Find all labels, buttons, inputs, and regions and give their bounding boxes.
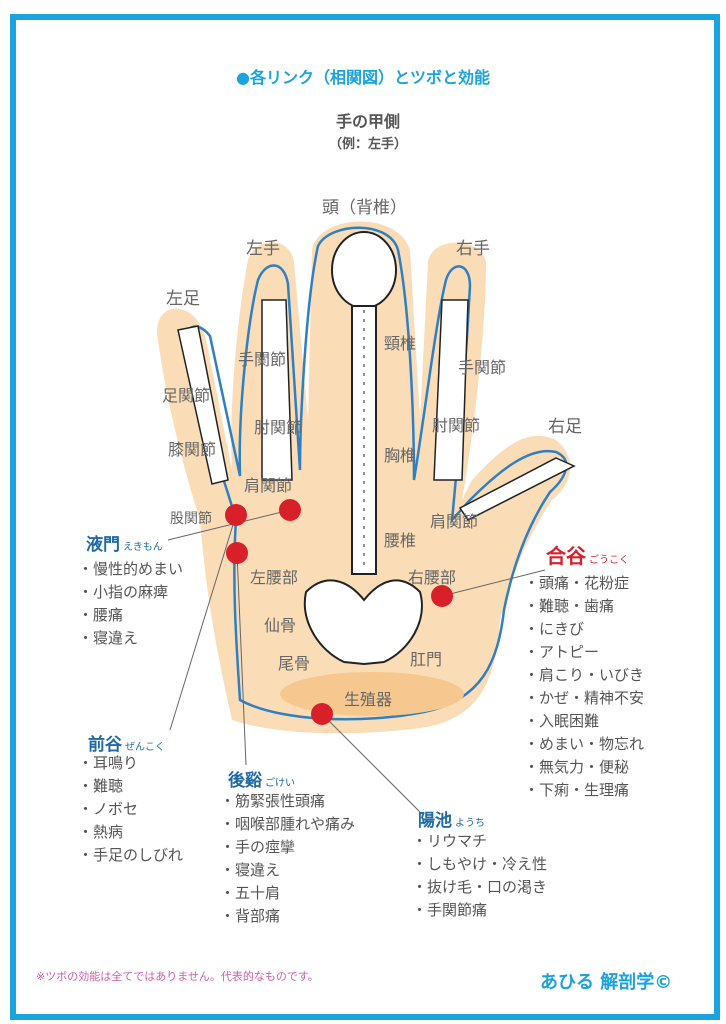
effect-item: 熱病	[78, 821, 183, 844]
label-coccyx: 尾骨	[278, 654, 311, 673]
label-wrist-left: 手関節	[238, 350, 287, 369]
label-shoulder-left: 肩関節	[244, 476, 293, 495]
label-lumbar: 腰椎	[384, 531, 417, 550]
acupoint-zenkoku	[225, 504, 247, 526]
label-elbow-right: 肘関節	[432, 416, 481, 435]
acupoint-name-ekimon: 液門	[86, 535, 120, 555]
leader-gokei	[236, 552, 247, 766]
effect-item: 下痢・生理痛	[524, 779, 644, 802]
leader-ekimon	[167, 509, 291, 541]
effects-list-youchi: リウマチ しもやけ・冷え性 抜け毛・口の渇き 手関節痛	[412, 830, 547, 922]
label-elbow-left: 肘関節	[254, 418, 303, 437]
effect-item: にきび	[524, 618, 644, 641]
label-left-hand: 左手	[246, 239, 280, 259]
effect-item: 肩こり・いびき	[524, 664, 644, 687]
left-leg-shape	[177, 325, 229, 485]
effect-item: 難聴	[78, 775, 183, 798]
effects-list-zenkoku: 耳鳴り 難聴 ノボセ 熱病 手足のしびれ	[78, 752, 183, 867]
label-wrist-right: 手関節	[458, 358, 507, 377]
label-hip-joint: 股関節	[170, 511, 212, 527]
effect-item: ノボセ	[78, 798, 183, 821]
right-leg-shape	[458, 457, 576, 521]
effect-item: 抜け毛・口の渇き	[412, 876, 547, 899]
effect-item: 寝違え	[220, 859, 355, 882]
effect-item: 難聴・歯痛	[524, 595, 644, 618]
acupoint-name-youchi: 陽池	[418, 811, 452, 831]
label-anus: 肛門	[410, 650, 443, 669]
effect-item: リウマチ	[412, 830, 547, 853]
effect-item: 手の痙攣	[220, 836, 355, 859]
acupoint-title-youchi: 陽池ようち	[418, 806, 485, 831]
effect-item: めまい・物忘れ	[524, 733, 644, 756]
acupoint-title-zenkoku: 前谷ぜんこく	[88, 730, 165, 755]
effects-list-goukoku: 頭痛・花粉症 難聴・歯痛 にきび アトピー 肩こり・いびき かぜ・精神不安 入眠…	[524, 572, 644, 802]
skull-shape	[331, 231, 397, 309]
label-left-foot: 左足	[166, 289, 200, 309]
pelvis-shape	[303, 579, 423, 666]
label-genitals: 生殖器	[344, 690, 393, 709]
acupoint-gokei	[226, 542, 248, 564]
acupoint-name-gokei: 後谿	[228, 771, 262, 791]
acupoint-title-goukoku: 合谷ごうこく	[546, 540, 629, 569]
label-ankle: 足関節	[162, 386, 211, 405]
acupoint-reading-zenkoku: ぜんこく	[125, 742, 165, 753]
acupoint-youchi	[311, 703, 333, 725]
effect-item: 無気力・便秘	[524, 756, 644, 779]
label-sacrum: 仙骨	[264, 616, 297, 635]
label-cervical: 頸椎	[384, 334, 417, 353]
label-lower-back-right: 右腰部	[408, 568, 457, 587]
left-arm-shape	[261, 299, 293, 481]
effect-item: 筋緊張性頭痛	[220, 790, 355, 813]
label-shoulder-right: 肩関節	[430, 512, 479, 531]
acupoint-title-ekimon: 液門えきもん	[86, 530, 163, 555]
acupoint-title-gokei: 後谿ごけい	[228, 766, 295, 791]
effect-item: 入眠困難	[524, 710, 644, 733]
acupoint-ekimon	[279, 499, 301, 521]
acupoint-goukoku	[431, 585, 453, 607]
acupoint-reading-goukoku: ごうこく	[589, 555, 629, 566]
effect-item: 頭痛・花粉症	[524, 572, 644, 595]
acupoint-reading-youchi: ようち	[455, 818, 485, 829]
acupoint-name-zenkoku: 前谷	[88, 735, 122, 755]
effect-item: 寝違え	[78, 627, 183, 650]
effect-item: 小指の麻痺	[78, 581, 183, 604]
effects-list-ekimon: 慢性的めまい 小指の麻痺 腰痛 寝違え	[78, 558, 183, 650]
page-title: ●各リンク（相関図）とツボと効能	[236, 68, 490, 87]
effect-item: 背部痛	[220, 905, 355, 928]
effect-item: 咽喉部腫れや痛み	[220, 813, 355, 836]
leader-zenkoku	[169, 514, 237, 731]
spine-shape	[351, 305, 377, 575]
effect-item: 慢性的めまい	[78, 558, 183, 581]
effect-item: 手関節痛	[412, 899, 547, 922]
label-knee: 膝関節	[168, 440, 217, 459]
effect-item: アトピー	[524, 641, 644, 664]
effect-item: 五十肩	[220, 882, 355, 905]
label-right-hand: 右手	[456, 239, 490, 259]
acupoint-reading-gokei: ごけい	[265, 778, 295, 789]
right-arm-shape	[433, 299, 469, 481]
label-thoracic: 胸椎	[384, 446, 417, 465]
effect-item: 腰痛	[78, 604, 183, 627]
effect-item: 耳鳴り	[78, 752, 183, 775]
label-head: 頭（背椎）	[322, 198, 407, 218]
page-subtitle: 手の甲側	[335, 112, 400, 131]
brand-logo: あひる 解剖学©	[540, 972, 673, 993]
effect-item: しもやけ・冷え性	[412, 853, 547, 876]
effects-list-gokei: 筋緊張性頭痛 咽喉部腫れや痛み 手の痙攣 寝違え 五十肩 背部痛	[220, 790, 355, 928]
footnote: ※ツボの効能は全てではありません。代表的なものです。	[36, 970, 319, 983]
effect-item: かぜ・精神不安	[524, 687, 644, 710]
acupoint-name-goukoku: 合谷	[546, 544, 586, 568]
acupoint-reading-ekimon: えきもん	[123, 542, 163, 553]
effect-item: 手足のしびれ	[78, 844, 183, 867]
label-lower-back-left: 左腰部	[250, 568, 299, 587]
leader-youchi	[321, 713, 421, 813]
page-note: （例：左手）	[328, 137, 407, 152]
label-right-foot: 右足	[548, 417, 582, 437]
